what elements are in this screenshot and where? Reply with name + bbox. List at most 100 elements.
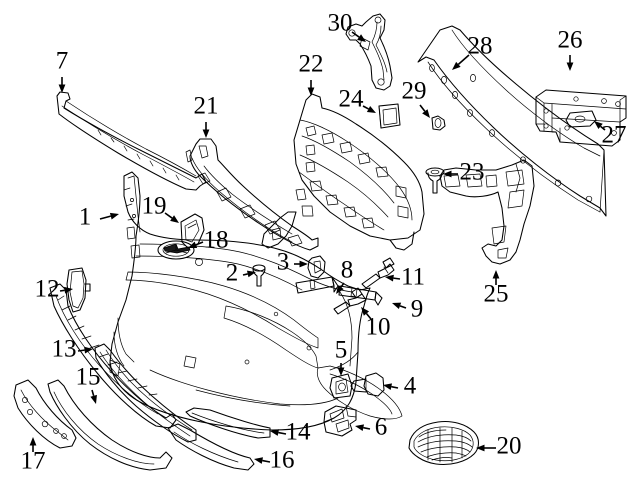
callout-number[interactable]: 6 bbox=[375, 414, 388, 441]
part-crash-box bbox=[535, 89, 627, 147]
callout-number[interactable]: 16 bbox=[270, 447, 295, 474]
callout-number[interactable]: 30 bbox=[328, 10, 353, 37]
leader-arrowhead bbox=[361, 307, 370, 316]
callout-number[interactable]: 14 bbox=[286, 419, 312, 446]
part-lower-spoiler bbox=[185, 407, 271, 439]
callout-number[interactable]: 2 bbox=[226, 260, 239, 287]
callout-number[interactable]: 18 bbox=[204, 227, 229, 254]
leader-line bbox=[393, 277, 401, 280]
callout-27[interactable]: 27 bbox=[594, 121, 627, 149]
leader-arrowhead bbox=[355, 424, 365, 432]
leader-arrowhead bbox=[170, 215, 179, 223]
callout-number[interactable]: 19 bbox=[142, 193, 167, 220]
callout-number[interactable]: 22 bbox=[299, 51, 324, 78]
callout-1[interactable]: 1 bbox=[79, 204, 119, 231]
callout-number[interactable]: 8 bbox=[341, 257, 354, 284]
part-cover-clip bbox=[307, 255, 326, 279]
leader-arrowhead bbox=[307, 87, 315, 96]
callout-number[interactable]: 21 bbox=[194, 93, 219, 120]
part-mounting-bracket bbox=[345, 13, 393, 91]
callout-number[interactable]: 29 bbox=[402, 78, 427, 105]
leader-line bbox=[262, 459, 271, 463]
leader-arrowhead bbox=[366, 105, 376, 113]
callout-number[interactable]: 15 bbox=[76, 364, 101, 391]
leader-arrowhead bbox=[492, 270, 500, 279]
callout-9[interactable]: 9 bbox=[392, 296, 423, 323]
part-screw bbox=[252, 264, 266, 287]
leader-arrowhead bbox=[422, 109, 430, 118]
callout-28[interactable]: 28 bbox=[452, 33, 493, 70]
callout-number[interactable]: 10 bbox=[366, 314, 391, 341]
leader-line bbox=[59, 289, 65, 292]
part-pin bbox=[333, 287, 367, 315]
callout-4[interactable]: 4 bbox=[383, 373, 417, 400]
leader-line bbox=[363, 426, 371, 430]
part-bolt bbox=[361, 257, 395, 289]
callout-14[interactable]: 14 bbox=[270, 419, 311, 446]
callout-number[interactable]: 12 bbox=[35, 276, 60, 303]
callout-23[interactable]: 23 bbox=[443, 159, 485, 186]
callout-number[interactable]: 26 bbox=[558, 27, 583, 54]
callout-number[interactable]: 17 bbox=[21, 448, 46, 475]
callout-10[interactable]: 10 bbox=[361, 307, 391, 341]
callout-12[interactable]: 12 bbox=[35, 276, 74, 303]
callout-number[interactable]: 28 bbox=[468, 33, 493, 60]
callout-13[interactable]: 13 bbox=[52, 336, 94, 363]
callout-8[interactable]: 8 bbox=[336, 257, 353, 294]
part-bumper-cover bbox=[109, 171, 403, 431]
callout-3[interactable]: 3 bbox=[277, 249, 308, 276]
callout-26[interactable]: 26 bbox=[558, 27, 583, 71]
callout-number[interactable]: 20 bbox=[497, 433, 522, 460]
callout-7[interactable]: 7 bbox=[56, 48, 69, 93]
part-lower-grille-bar bbox=[47, 379, 173, 471]
callout-19[interactable]: 19 bbox=[142, 193, 180, 223]
callout-17[interactable]: 17 bbox=[21, 437, 46, 475]
leader-line bbox=[391, 385, 399, 389]
callout-number[interactable]: 13 bbox=[52, 336, 77, 363]
callout-20[interactable]: 20 bbox=[476, 433, 522, 460]
part-license-plate-bracket bbox=[13, 379, 77, 449]
part-access-cover bbox=[378, 103, 401, 129]
leader-arrowhead bbox=[188, 241, 198, 248]
leader-arrowhead bbox=[90, 394, 97, 404]
leader-line bbox=[600, 125, 606, 131]
callout-number[interactable]: 25 bbox=[484, 281, 509, 308]
part-headlamp-filler bbox=[180, 213, 205, 249]
callout-number[interactable]: 27 bbox=[602, 122, 627, 149]
callout-21[interactable]: 21 bbox=[194, 93, 219, 138]
callout-30[interactable]: 30 bbox=[328, 10, 367, 42]
leader-arrowhead bbox=[566, 62, 574, 71]
callout-number[interactable]: 24 bbox=[339, 86, 365, 113]
callout-22[interactable]: 22 bbox=[299, 51, 324, 96]
part-push-pin-fastener bbox=[425, 167, 445, 194]
part-rivet bbox=[350, 372, 385, 397]
part-clip-nut bbox=[431, 115, 446, 131]
part-upper-seal bbox=[56, 91, 207, 191]
callout-number[interactable]: 5 bbox=[335, 337, 348, 364]
callout-number[interactable]: 7 bbox=[56, 48, 69, 75]
callout-number[interactable]: 1 bbox=[79, 204, 92, 231]
callout-15[interactable]: 15 bbox=[76, 364, 101, 404]
callout-11[interactable]: 11 bbox=[385, 264, 425, 291]
leader-line bbox=[457, 54, 470, 65]
part-side-bracket bbox=[439, 159, 535, 265]
callout-2[interactable]: 2 bbox=[226, 260, 256, 287]
callout-number[interactable]: 3 bbox=[277, 249, 290, 276]
callout-29[interactable]: 29 bbox=[402, 78, 431, 118]
callout-5[interactable]: 5 bbox=[335, 337, 348, 376]
callout-18[interactable]: 18 bbox=[188, 227, 229, 254]
callout-16[interactable]: 16 bbox=[254, 447, 295, 474]
callout-number[interactable]: 23 bbox=[460, 159, 485, 186]
leader-arrowhead bbox=[594, 121, 603, 130]
callout-6[interactable]: 6 bbox=[355, 414, 387, 441]
part-bracket-retainer bbox=[329, 373, 353, 399]
part-star-emblem bbox=[157, 240, 195, 260]
callout-number[interactable]: 9 bbox=[411, 296, 424, 323]
part-impact-bar bbox=[417, 25, 607, 217]
callout-24[interactable]: 24 bbox=[339, 86, 377, 113]
callout-number[interactable]: 4 bbox=[404, 373, 417, 400]
leader-line bbox=[362, 105, 369, 110]
callout-number[interactable]: 11 bbox=[401, 264, 425, 291]
callout-25[interactable]: 25 bbox=[484, 270, 509, 308]
leader-arrowhead bbox=[299, 260, 308, 268]
